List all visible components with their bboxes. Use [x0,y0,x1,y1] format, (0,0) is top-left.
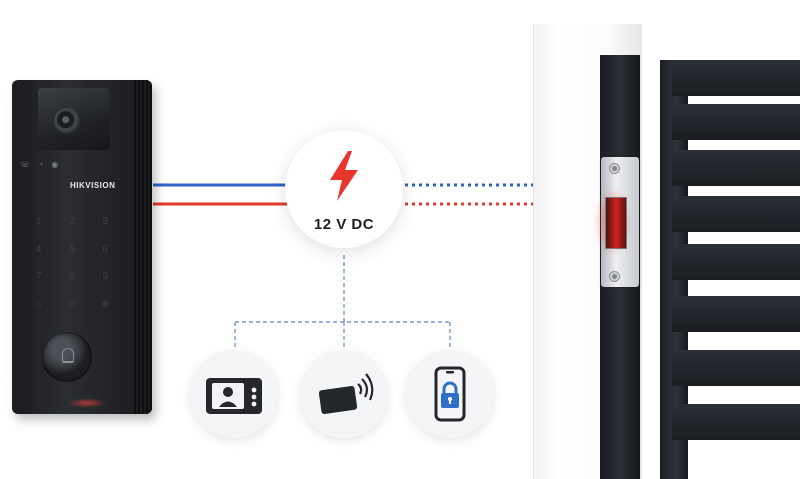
gate-slat [672,196,800,232]
electric-strike-lock [593,157,639,287]
screw-icon [609,163,620,174]
door-station-side [134,80,152,414]
bell-icon [62,348,74,363]
gate-slat [672,104,800,140]
door-station: ☏ ◔ ◉ HIKVISION 1 2 3 4 5 6 7 8 9 ⌂ 0 ⊕ [12,80,152,414]
app-option [406,350,494,438]
key: 7 [35,271,42,283]
strike-latch [605,197,627,249]
rfid-card-icon [318,373,374,415]
key: 8 [69,271,75,283]
key: 1 [35,216,42,228]
gate-slat [672,350,800,386]
camera-panel [38,88,110,150]
gate-slat [672,296,800,332]
brand-logo: HIKVISION [70,181,116,190]
key: 4 [35,243,42,255]
key: 0 [69,298,75,310]
led-glow [67,398,107,408]
key: 9 [102,271,109,283]
key: 6 [102,243,109,255]
key: 5 [69,243,75,255]
key: ⊕ [101,298,110,310]
power-label: 12 V DC [313,216,375,233]
video-intercom-monitor-icon [206,378,262,414]
camera-lens-icon [54,108,80,134]
gate-slat [672,60,800,96]
keypad: 1 2 3 4 5 6 7 8 9 ⌂ 0 ⊕ [22,208,122,318]
key: 2 [69,216,75,228]
gate-slat [672,404,800,440]
lightning-bolt-icon [330,151,358,201]
card-option [300,350,388,438]
key: 3 [102,216,109,228]
gate-slat [672,150,800,186]
monitor-option [190,350,278,438]
smartphone-lock-icon [434,366,466,422]
call-button [42,332,92,382]
screw-icon [609,271,620,282]
gate-slat [672,244,800,280]
status-indicator-icons: ☏ ◔ ◉ [20,160,62,169]
key: ⌂ [35,298,42,310]
power-supply-hub: 12 V DC [285,130,403,248]
